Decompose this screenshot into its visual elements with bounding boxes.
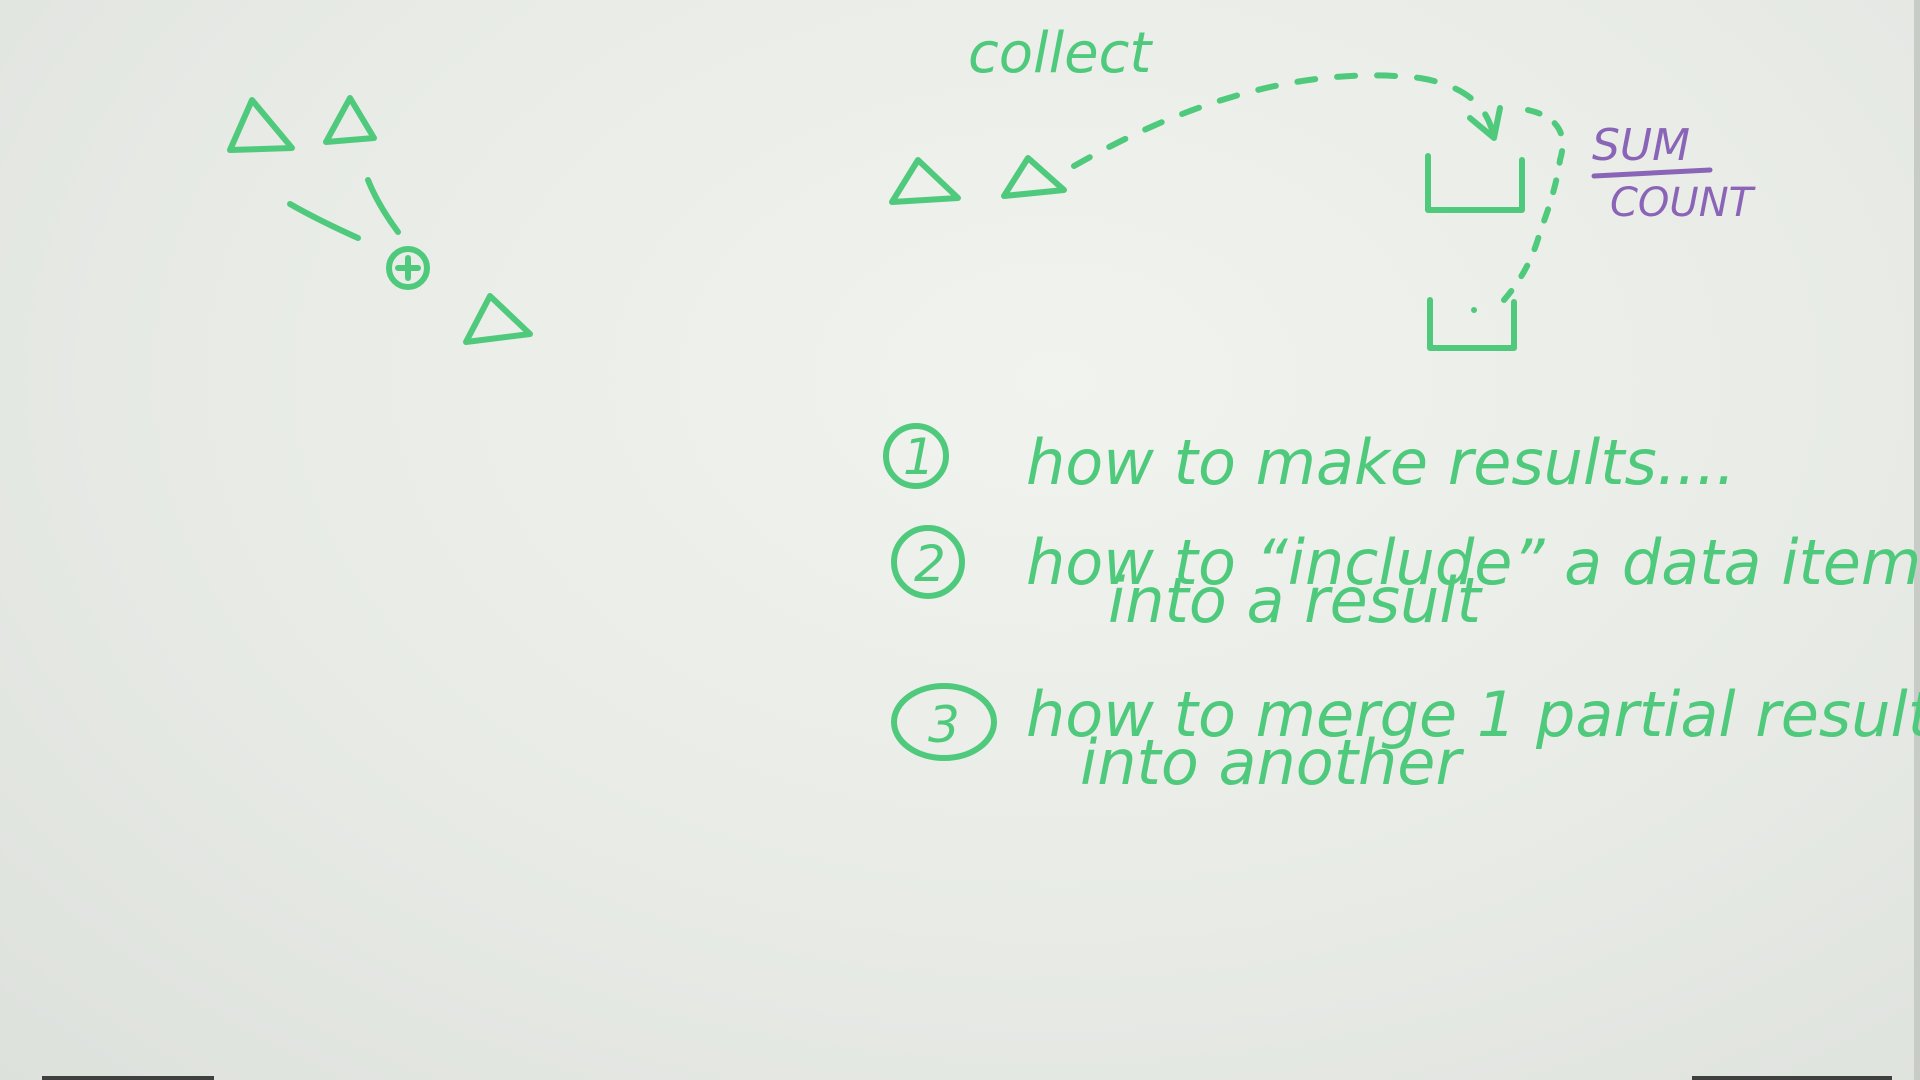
result-bucket [1427,297,1517,351]
step-text: how to merge 1 partial result [1026,678,1920,751]
fraction-bar [1591,167,1713,179]
triangle-sketch [1001,155,1067,199]
collect-arrow-dashed [1071,72,1495,169]
connector-stroke [365,177,401,235]
collect-label: collect [968,21,1153,86]
step-1: 1 how to make results.... [883,423,1736,499]
step-text-continued: into another [1080,726,1464,799]
step-number-circle [883,423,949,489]
triangle-sketch [463,293,533,345]
triangle-sketch [227,97,295,153]
merge-dashed-link [1501,107,1566,303]
count-label: COUNT [1610,180,1757,226]
sum-count-fraction: SUM COUNT [1591,120,1757,226]
step-2: 2 how to “include” a data item into a re… [891,525,1920,637]
triangle-sketch [889,157,961,205]
board-tray-left [42,1076,214,1080]
result-bucket [1425,153,1525,213]
left-triangle-group [227,95,533,345]
steps-list: 1 how to make results.... 2 how to “incl… [883,423,1920,799]
step-number: 3 [928,696,960,754]
board-frame-edge [1914,0,1920,1080]
step-text-continued: into a result [1108,564,1484,637]
step-text: how to “include” a data item [1026,526,1920,599]
step-text: how to make results.... [1026,426,1736,499]
sum-label: SUM [1592,120,1690,171]
step-3: 3 how to merge 1 partial result into ano… [891,678,1920,799]
step-number: 1 [903,428,935,486]
triangle-sketch [323,95,377,145]
arrow-head [1467,105,1503,141]
collect-diagram: collect [889,21,1566,351]
plus-operator-cross [395,255,421,281]
step-number-circle [891,525,965,599]
connector-stroke [287,201,361,241]
data-dot [1471,307,1477,313]
step-number: 2 [914,535,946,593]
board-tray-right [1692,1076,1892,1080]
step-number-circle [891,683,997,761]
plus-operator-circle [386,246,430,290]
